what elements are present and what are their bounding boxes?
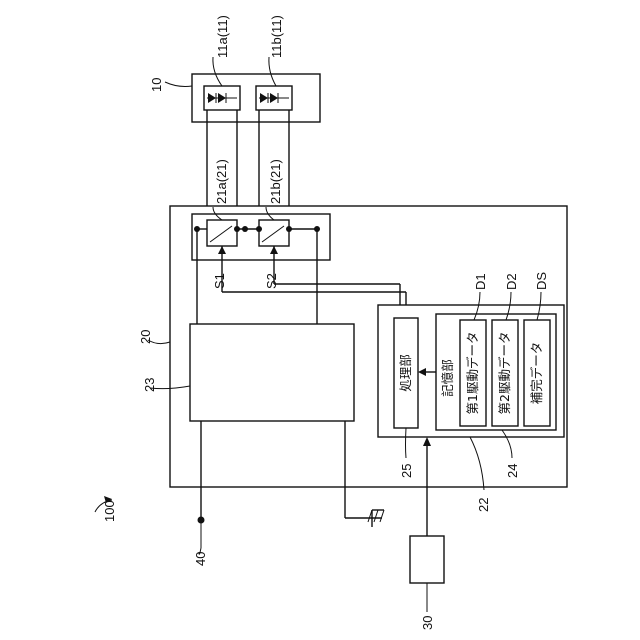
leader-10 [165, 82, 192, 87]
processor-label: 処理部 [398, 354, 413, 392]
label-24: 24 [505, 464, 520, 478]
label-S2: S2 [264, 273, 279, 289]
label-DS: DS [534, 272, 549, 290]
label-D1: D1 [473, 273, 488, 290]
label-100: 100 [102, 500, 117, 522]
label-10: 10 [149, 78, 164, 92]
power-block-23 [190, 324, 354, 421]
label-21a: 21a(21) [214, 159, 229, 204]
label-11a: 11a(11) [215, 15, 230, 58]
label-21b: 21b(21) [268, 159, 283, 204]
label-40: 40 [193, 552, 208, 566]
data-1-label: 第1駆動データ [465, 332, 480, 415]
label-22: 22 [476, 498, 491, 512]
label-20: 20 [138, 330, 153, 344]
storage-label: 記憶部 [440, 359, 455, 397]
label-11b: 11b(11) [269, 15, 284, 58]
label-S1: S1 [212, 273, 227, 289]
label-25: 25 [399, 464, 414, 478]
input-device-box [410, 536, 444, 583]
leader-25 [406, 428, 407, 458]
label-30: 30 [420, 616, 435, 630]
label-D2: D2 [504, 273, 519, 290]
label-23: 23 [142, 378, 157, 392]
data-2-label: 第2駆動データ [497, 332, 512, 415]
data-s-label: 補完データ [529, 342, 544, 405]
